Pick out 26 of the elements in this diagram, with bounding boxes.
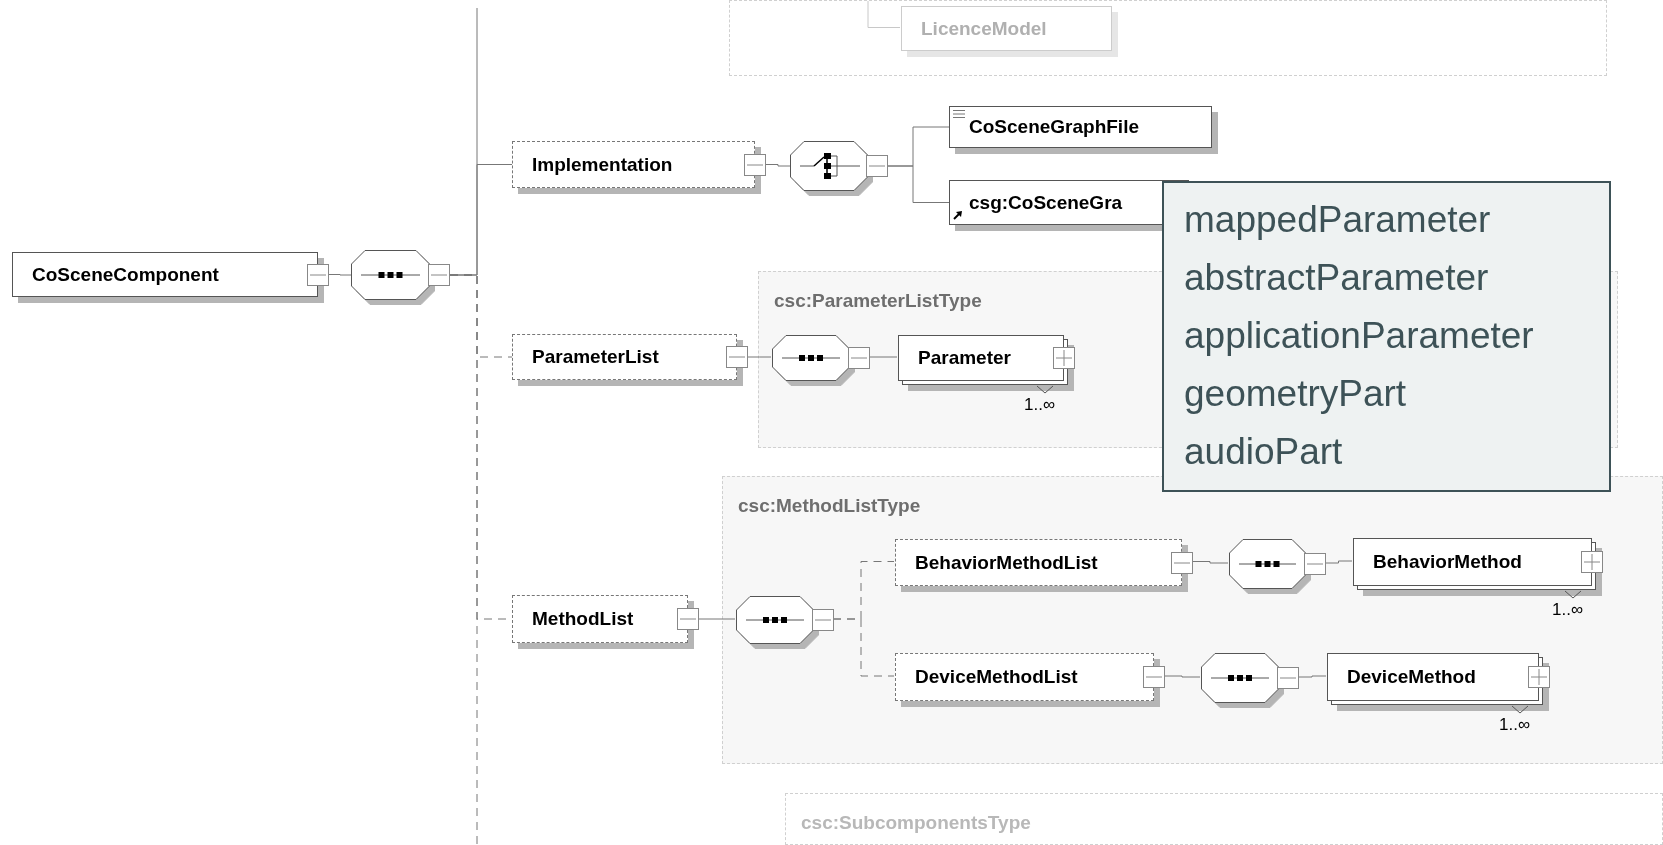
connector-line — [867, 0, 901, 28]
connector-line — [765, 164, 791, 167]
connector-line — [868, 356, 898, 358]
group-frame — [722, 476, 1663, 764]
connector-line — [698, 618, 736, 620]
type-label: csc:SubcomponentsType — [801, 812, 1031, 834]
connector-line — [747, 356, 772, 358]
type-label: csc:ParameterListType — [774, 290, 982, 312]
parameter-name: geometryPart — [1184, 372, 1408, 416]
type-label: csc:MethodListType — [738, 495, 921, 517]
group-frame — [729, 0, 1607, 76]
parameter-name: abstractParameter — [1184, 256, 1490, 300]
connector-line — [328, 274, 352, 276]
parameter-name: audioPart — [1184, 430, 1344, 474]
parameter-name: applicationParameter — [1184, 314, 1535, 358]
connector-line — [1297, 675, 1327, 678]
multiplicity-label: 1..∞ — [1552, 600, 1584, 620]
connector-line — [887, 165, 950, 203]
parameter-tooltip — [1162, 181, 1611, 492]
multiplicity-label: 1..∞ — [1024, 395, 1056, 415]
connector-line — [832, 618, 895, 677]
connector-line — [1191, 561, 1229, 564]
multiplicity-label: 1..∞ — [1499, 715, 1531, 735]
connector-line — [1324, 560, 1353, 564]
group-frame — [785, 793, 1663, 845]
connector-line — [1163, 675, 1201, 678]
